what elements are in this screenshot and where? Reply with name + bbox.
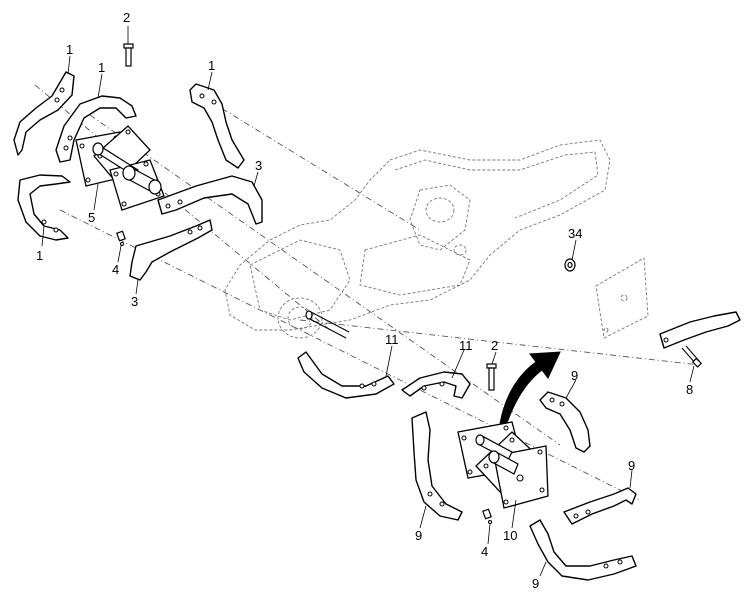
hub-flange-10 — [457, 421, 549, 509]
washer-part-34 — [564, 258, 576, 272]
bolt-part-8 — [681, 345, 703, 368]
callout-11-left: 11 — [385, 332, 399, 347]
rotation-arrow-icon — [499, 351, 561, 427]
bolt-part-2-top — [123, 43, 134, 67]
tine-part-9-middle-right — [563, 487, 637, 525]
callout-10: 10 — [503, 528, 517, 543]
callout-9-lower: 9 — [532, 576, 539, 591]
callout-4-left: 4 — [112, 262, 119, 277]
tine-part-9-lower-right — [529, 519, 637, 581]
tine-part-1-upper-right — [189, 83, 245, 169]
callout-2-right: 2 — [491, 338, 498, 353]
callout-3-upper: 3 — [255, 158, 262, 173]
callout-1-upper-left: 1 — [66, 42, 73, 57]
callout-4-right: 4 — [481, 544, 488, 559]
tine-part-side-right — [659, 311, 741, 349]
hub-flange-5 — [75, 125, 165, 211]
callout-2-top: 2 — [123, 10, 130, 25]
tine-part-1-lower-left — [17, 174, 71, 241]
tine-part-9-left — [411, 411, 463, 521]
callout-3-lower: 3 — [131, 294, 138, 309]
tine-part-11-right — [401, 371, 471, 399]
pin-part-4-left — [116, 230, 126, 246]
leader-lines — [41, 26, 695, 577]
tine-part-11-left — [297, 351, 395, 399]
callout-34: 34 — [568, 226, 582, 241]
axle-shaft — [305, 310, 350, 339]
pin-part-4-right — [482, 508, 492, 524]
callout-11-right: 11 — [459, 338, 473, 353]
callout-9-left: 9 — [415, 528, 422, 543]
tine-part-3-upper — [157, 175, 263, 225]
callout-9-upper-right: 9 — [571, 368, 578, 383]
callout-5: 5 — [88, 210, 95, 225]
tine-part-3-lower — [129, 219, 213, 281]
callout-1-upper-center: 1 — [98, 60, 105, 75]
callout-8: 8 — [686, 382, 693, 397]
side-cover-plate-phantom — [595, 257, 649, 339]
callout-1-upper-right: 1 — [208, 58, 215, 73]
tiller-body-phantom — [224, 139, 611, 339]
callout-1-lower-left: 1 — [36, 248, 43, 263]
bolt-part-2-right — [486, 363, 497, 391]
callout-9-middle-right: 9 — [628, 458, 635, 473]
tine-part-1-upper-left — [13, 71, 75, 156]
tine-part-9-upper-right — [539, 391, 591, 453]
tine-part-1-upper-center — [55, 95, 137, 163]
callout-labels: 1 1 1 2 3 5 1 4 3 11 11 2 9 9 9 4 10 9 3… — [36, 10, 693, 591]
